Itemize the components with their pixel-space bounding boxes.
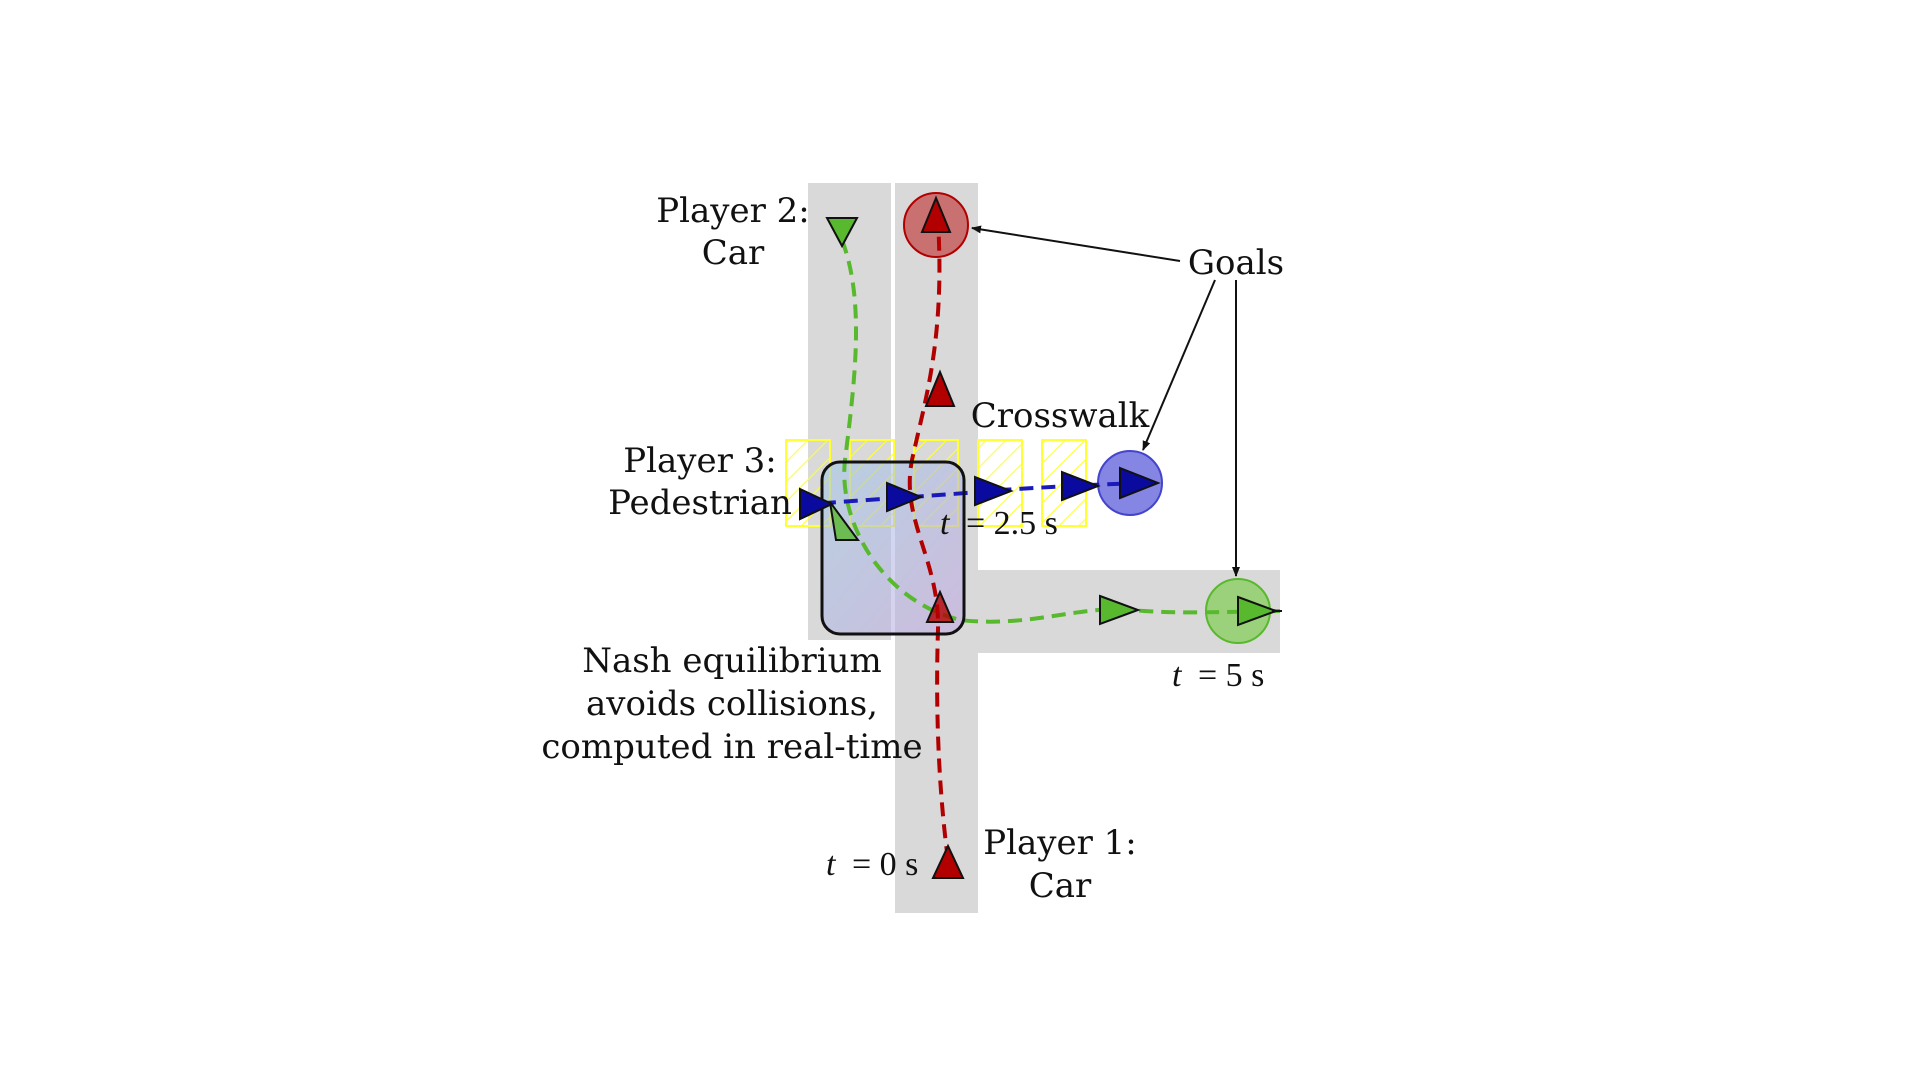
player2-label-line2: Car bbox=[702, 233, 765, 273]
nash-label-line2: avoids collisions, bbox=[586, 684, 878, 724]
time-label-mid: t = 2.5 s bbox=[940, 505, 1058, 542]
player1-marker-crosswalk bbox=[924, 369, 956, 407]
player3-marker-2 bbox=[886, 481, 924, 513]
player3-marker-start bbox=[799, 487, 835, 521]
player1-marker-end bbox=[920, 195, 952, 233]
player2-marker-mid bbox=[829, 501, 860, 541]
player1-label-line2: Car bbox=[1029, 866, 1092, 906]
goals-label: Goals bbox=[1188, 243, 1284, 283]
nash-label-line1: Nash equilibrium bbox=[582, 641, 882, 681]
player3-marker-end bbox=[1119, 466, 1161, 500]
player3-label-line1: Player 3: bbox=[623, 441, 777, 481]
player2-trajectory bbox=[840, 239, 1281, 624]
time-label-start: t = 0 s bbox=[826, 846, 918, 883]
player1-label-line1: Player 1: bbox=[983, 823, 1137, 863]
goal-arrow-player3 bbox=[1142, 279, 1216, 451]
player2-label-line1: Player 2: bbox=[656, 191, 810, 231]
player2-marker-start bbox=[825, 217, 859, 249]
crosswalk-label: Crosswalk bbox=[971, 396, 1150, 436]
player2-marker-end bbox=[1237, 595, 1279, 627]
player3-label-line2: Pedestrian bbox=[608, 483, 792, 523]
time-label-end: t = 5 s bbox=[1172, 657, 1264, 694]
player3-marker-3 bbox=[974, 475, 1014, 507]
goal-arrow-player1 bbox=[971, 225, 1181, 262]
player3-marker-4 bbox=[1061, 470, 1101, 502]
nash-label-line3: computed in real-time bbox=[541, 727, 922, 767]
player1-marker-mid bbox=[925, 589, 955, 623]
nash-highlight-box bbox=[822, 462, 964, 634]
player1-marker-start bbox=[931, 843, 965, 879]
player2-marker-road bbox=[1099, 594, 1141, 626]
nash-highlight-border bbox=[820, 460, 966, 636]
player1-trajectory bbox=[907, 219, 950, 861]
